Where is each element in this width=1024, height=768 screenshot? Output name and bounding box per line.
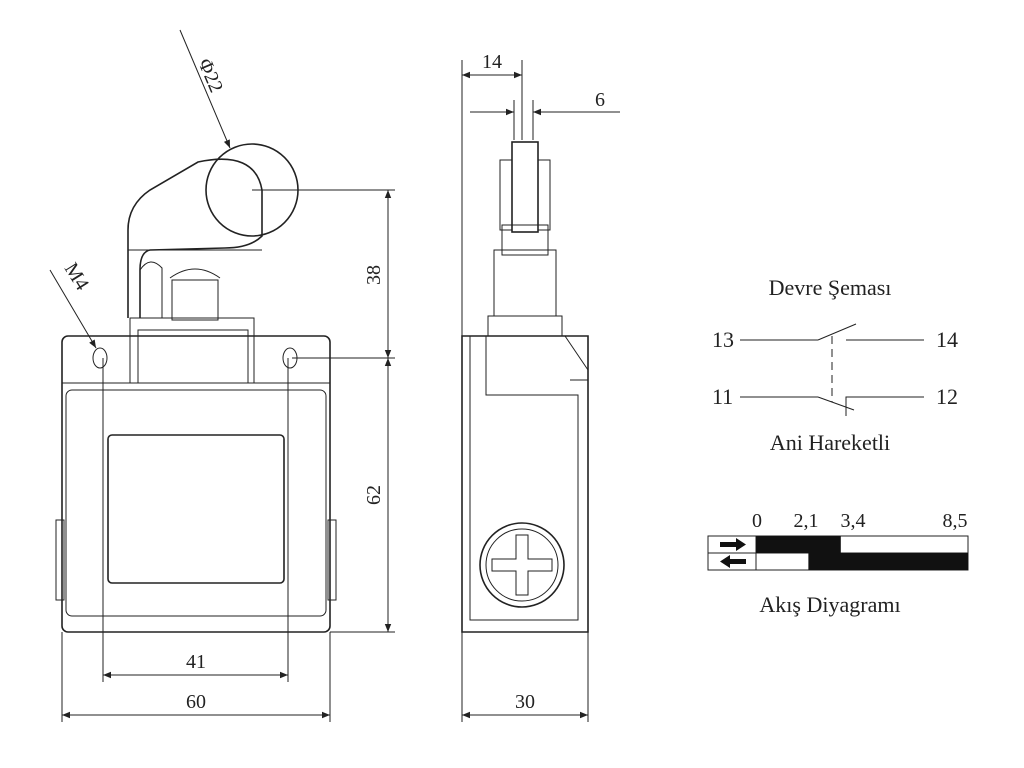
dim-body-height: 62 (363, 485, 385, 505)
cross-screw-icon (491, 534, 553, 596)
terminal-11: 11 (712, 384, 733, 409)
flow-diagram: 0 2,1 3,4 8,5 Akış Diyagramı (707, 510, 969, 617)
front-view: 38 62 41 60 Φ22 M4 (49, 29, 395, 722)
return-closed-bar (808, 553, 968, 570)
dim-roller-diameter: Φ22 (193, 55, 227, 95)
mount-hole-left (92, 347, 108, 369)
scale-label-2-1: 2,1 (794, 510, 819, 532)
dim-mount-hole: M4 (60, 259, 93, 294)
terminal-13: 13 (712, 327, 734, 352)
side-body (461, 335, 589, 633)
circuit-diagram: Devre Şeması 13 14 11 12 Ani Hareketli (712, 275, 958, 455)
circuit-type-label: Ani Hareketli (770, 430, 890, 455)
side-roller (511, 141, 539, 233)
dim-depth: 30 (515, 691, 535, 713)
terminal-12: 12 (936, 384, 958, 409)
arrow-left-icon (720, 555, 746, 568)
circuit-title: Devre Şeması (769, 275, 892, 300)
lever-arm (127, 158, 263, 318)
forward-closed-bar (756, 536, 841, 553)
dim-width: 60 (186, 691, 206, 713)
side-view: 30 14 6 (461, 51, 620, 722)
dim-hole-spacing: 41 (186, 651, 206, 673)
dim-roller-width: 6 (595, 89, 605, 111)
dim-lever-height: 38 (363, 265, 385, 285)
front-body (61, 335, 331, 633)
scale-label-0: 0 (752, 510, 762, 532)
flow-diagram-title: Akış Diyagramı (759, 592, 900, 617)
front-label-window (107, 434, 285, 584)
terminal-14: 14 (936, 327, 958, 352)
scale-label-8-5: 8,5 (943, 510, 968, 532)
screw-head (479, 522, 565, 608)
scale-label-3-4: 3,4 (841, 510, 866, 532)
dim-offset: 14 (482, 51, 502, 73)
arrow-right-icon (720, 538, 746, 551)
